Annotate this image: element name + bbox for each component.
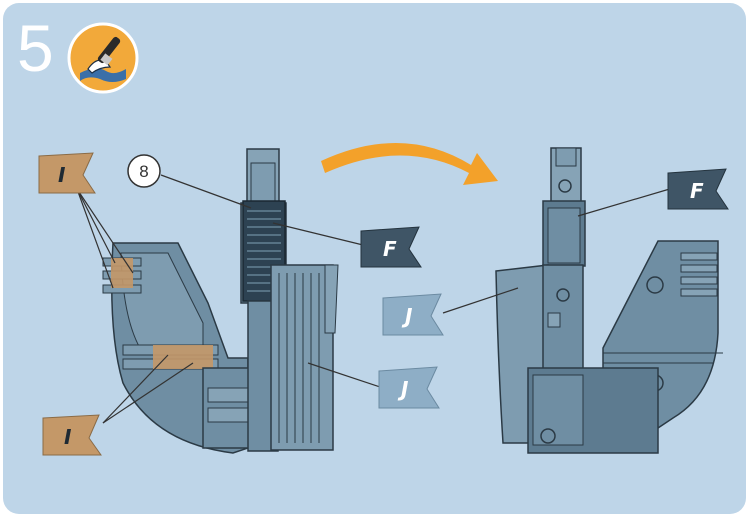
flag-f-right: F — [668, 169, 728, 209]
flag-f-mid-label: F — [383, 237, 397, 261]
left-assembly — [103, 149, 338, 453]
flag-f-mid: F — [361, 227, 421, 267]
part-number-callout: 8 — [128, 155, 160, 187]
flag-i-bottom-label: I — [64, 425, 72, 449]
rotate-arrow — [321, 143, 498, 185]
instruction-panel: 5 — [3, 3, 746, 514]
flag-f-right-label: F — [690, 179, 704, 203]
flag-j-right: J — [383, 294, 443, 335]
flag-i-top: I — [39, 153, 95, 193]
flag-i-bottom: I — [43, 415, 101, 455]
part-number-label: 8 — [139, 162, 148, 181]
flag-j-mid: J — [379, 367, 439, 408]
flag-i-top-label: I — [58, 163, 66, 187]
assembly-diagram: I I F J F J 8 — [3, 3, 746, 514]
